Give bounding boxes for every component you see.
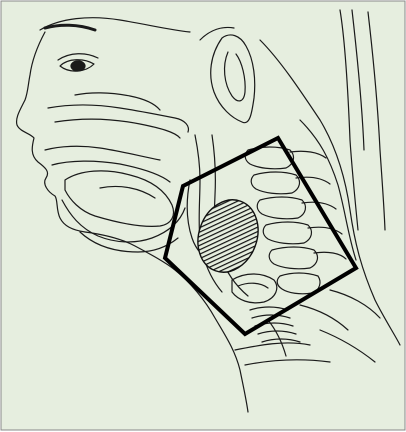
eye-pupil bbox=[71, 61, 85, 71]
